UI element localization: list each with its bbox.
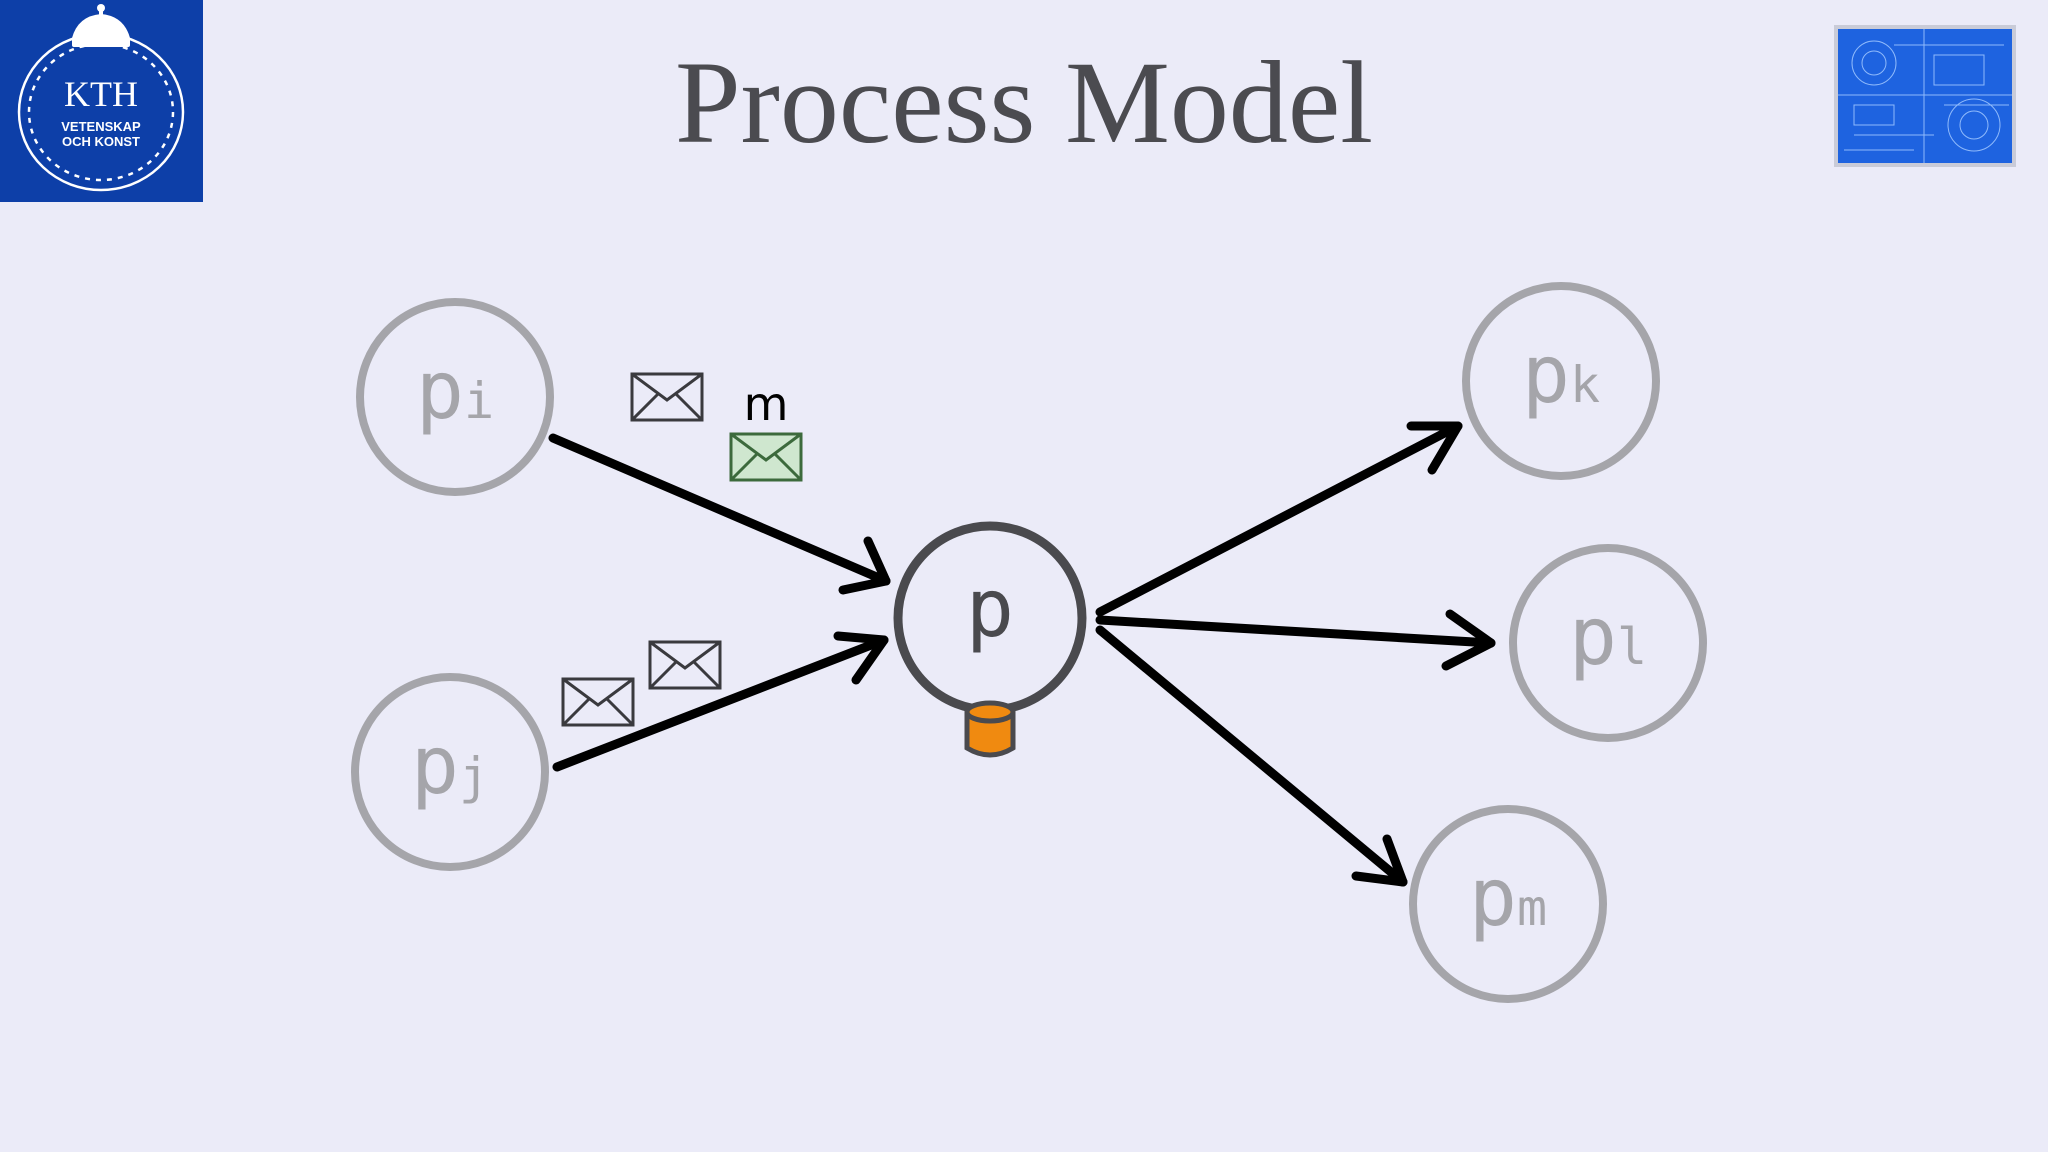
process-pk-sub: k	[1570, 356, 1600, 414]
process-pl-sub: l	[1617, 618, 1647, 676]
arrow-p-to-pk	[1095, 421, 1463, 617]
envelope-icon	[561, 677, 635, 727]
process-p: p	[893, 521, 1087, 715]
arrow-p-to-pl	[1095, 609, 1496, 671]
process-pm-sub: m	[1517, 879, 1547, 937]
crown-icon	[72, 4, 130, 47]
slide-title: Process Model	[674, 37, 1374, 168]
svg-text:pi: pi	[416, 344, 494, 437]
svg-text:pl: pl	[1569, 590, 1647, 683]
envelope-icon	[648, 640, 722, 690]
logo-text-main: KTH	[64, 74, 138, 114]
message-label: m	[744, 377, 789, 431]
svg-text:pk: pk	[1522, 328, 1600, 421]
process-pm: pm	[1409, 805, 1607, 1003]
process-pi: pi	[356, 298, 554, 496]
process-pl: pl	[1509, 544, 1707, 742]
arrow-pi-to-p	[548, 433, 891, 595]
process-pk-base: p	[1522, 328, 1570, 421]
logo-text-line1: VETENSKAP	[61, 119, 141, 134]
kth-logo: KTH VETENSKAP OCH KONST	[0, 0, 203, 202]
process-pj-base: p	[411, 719, 459, 812]
envelope-icon	[630, 372, 704, 422]
process-pk: pk	[1462, 282, 1660, 480]
svg-text:pm: pm	[1469, 851, 1547, 944]
message-m-envelope-icon	[729, 432, 803, 482]
process-pi-base: p	[416, 344, 464, 437]
arrow-p-to-pm	[1095, 625, 1408, 887]
process-pm-base: p	[1469, 851, 1517, 944]
storage-cylinder-icon	[964, 700, 1016, 758]
process-p-label: p	[966, 562, 1014, 655]
logo-text-line2: OCH KONST	[62, 134, 140, 149]
blueprint-thumbnail	[1834, 25, 2016, 167]
process-pj: pj	[351, 673, 549, 871]
process-pl-base: p	[1569, 590, 1617, 683]
svg-text:pj: pj	[411, 719, 489, 812]
process-pj-sub: j	[459, 747, 489, 805]
process-pi-sub: i	[464, 372, 494, 430]
arrow-pj-to-p	[552, 631, 889, 772]
